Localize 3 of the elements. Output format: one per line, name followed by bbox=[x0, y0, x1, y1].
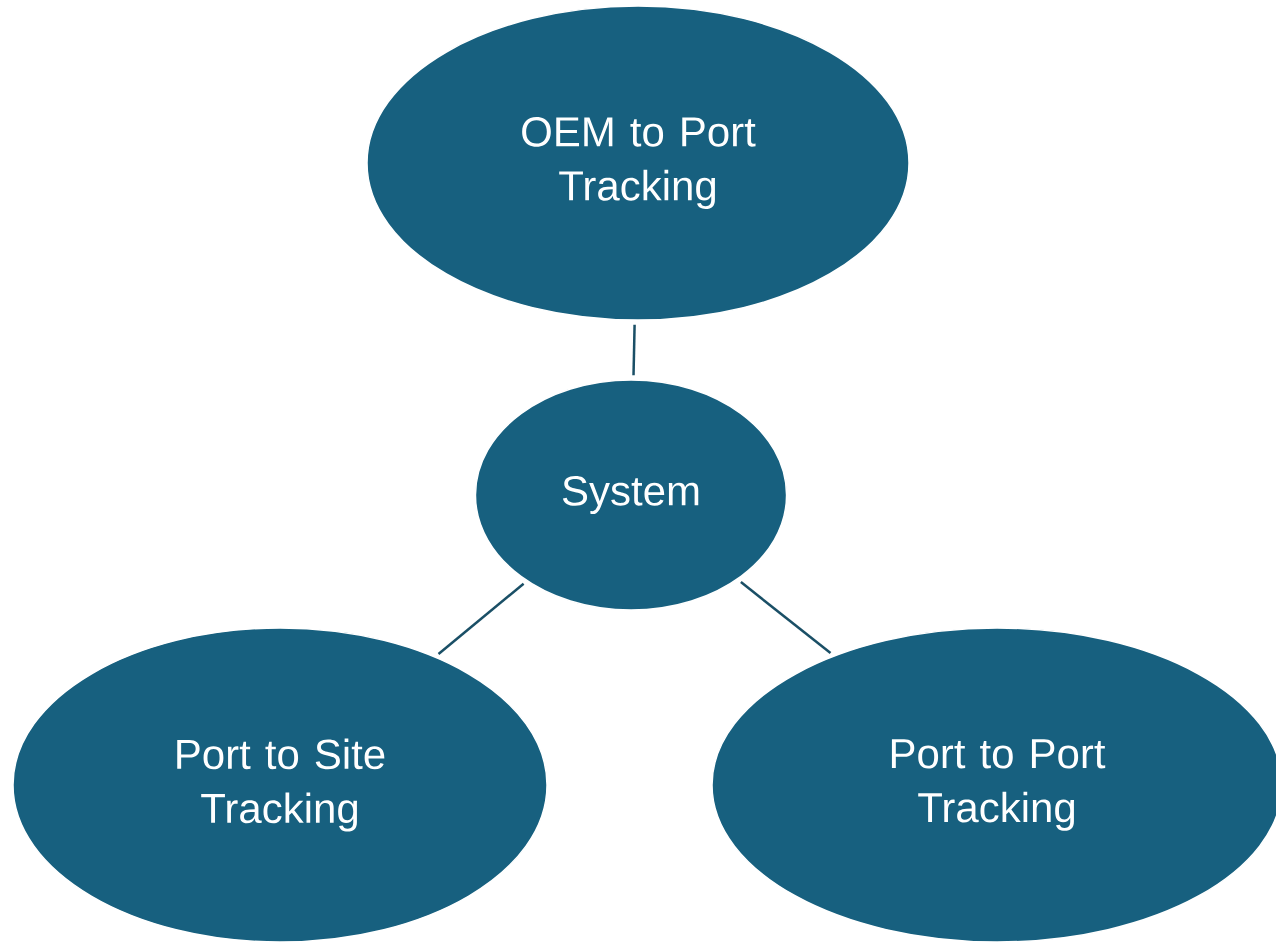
connector-line bbox=[437, 582, 525, 655]
connector-line bbox=[740, 581, 832, 655]
connector-line bbox=[632, 324, 636, 376]
